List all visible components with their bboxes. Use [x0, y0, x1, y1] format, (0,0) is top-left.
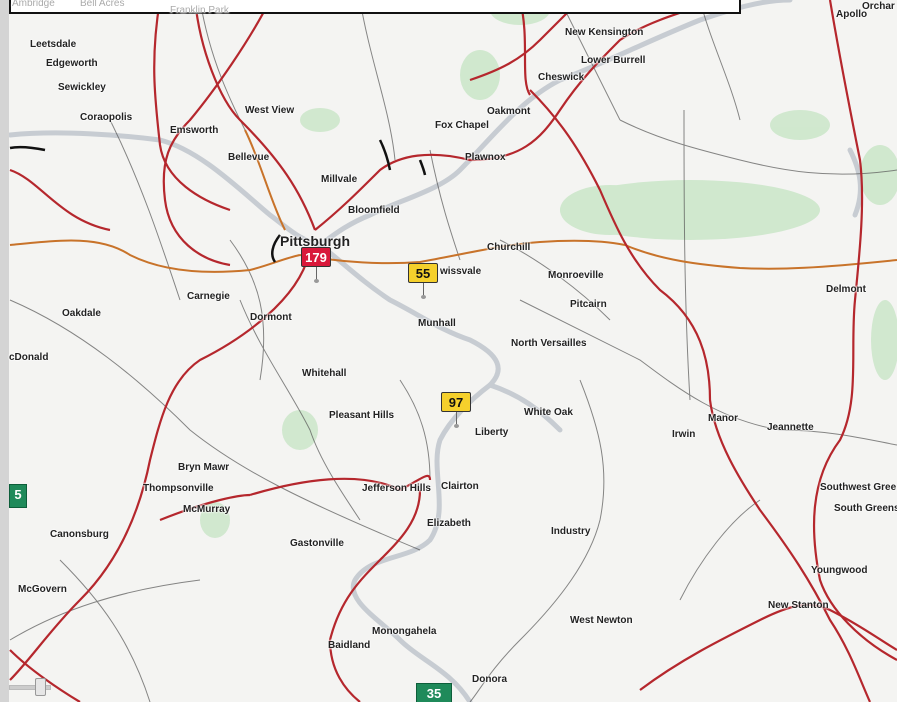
- place-edgeworth: Edgeworth: [46, 58, 98, 69]
- place-franklin-park: Franklin Park: [170, 5, 229, 16]
- zoom-slider-thumb[interactable]: [35, 678, 46, 696]
- place-churchill: Churchill: [487, 242, 531, 253]
- marker-label: 97: [441, 392, 471, 412]
- map-marker-97[interactable]: 97: [441, 392, 473, 430]
- place-elizabeth: Elizabeth: [427, 518, 471, 529]
- marker-pin-base: [314, 279, 319, 283]
- place-pitcairn: Pitcairn: [570, 299, 607, 310]
- place-new-stanton: New Stanton: [768, 600, 829, 611]
- marker-pin: [423, 283, 424, 297]
- place-north-versailles: North Versailles: [511, 338, 587, 349]
- place-plawnox: Plawnox: [465, 152, 506, 163]
- route-sign-35: 35: [416, 683, 452, 702]
- place-white-oak: White Oak: [524, 407, 573, 418]
- place-baidland: Baidland: [328, 640, 371, 651]
- marker-pin: [316, 267, 317, 281]
- place-bryn-mawr: Bryn Mawr: [178, 462, 230, 473]
- marker-label: 55: [408, 263, 438, 283]
- place-industry: Industry: [551, 526, 591, 537]
- place-coraopolis: Coraopolis: [80, 112, 133, 123]
- place-apollo: Apollo: [836, 9, 868, 20]
- place-south-greensburg: South Greens: [834, 503, 897, 514]
- place-mcgovern: McGovern: [18, 584, 67, 595]
- place-thompsonville: Thompsonville: [143, 483, 214, 494]
- place-oakdale: Oakdale: [62, 308, 101, 319]
- left-edge-bar: [0, 0, 9, 702]
- place-mcmurray: McMurray: [183, 504, 231, 515]
- place-new-kensington: New Kensington: [565, 27, 644, 38]
- place-dormont: Dormont: [250, 312, 292, 323]
- place-mcdonald: cDonald: [9, 352, 49, 363]
- place-fox-chapel: Fox Chapel: [435, 120, 489, 131]
- place-ambridge: Ambridge: [12, 0, 55, 9]
- place-west-view: West View: [245, 105, 295, 116]
- place-emsworth: Emsworth: [170, 125, 219, 136]
- highways: [9, 0, 897, 702]
- zoom-slider-track[interactable]: [9, 685, 51, 690]
- highlight-segments: [9, 139, 427, 263]
- place-bellevue: Bellevue: [228, 152, 270, 163]
- place-delmont: Delmont: [826, 284, 866, 295]
- place-whitehall: Whitehall: [302, 368, 347, 379]
- rivers: [7, 0, 863, 702]
- place-canonsburg: Canonsburg: [50, 529, 109, 540]
- place-oakmont: Oakmont: [487, 106, 531, 117]
- marker-label: 179: [301, 247, 331, 267]
- place-lower-burrell: Lower Burrell: [581, 55, 646, 66]
- place-leetsdale: Leetsdale: [30, 39, 77, 50]
- place-west-newton: West Newton: [570, 615, 633, 626]
- map-marker-179[interactable]: 179: [301, 247, 333, 285]
- map-marker-55[interactable]: 55: [408, 263, 440, 301]
- place-irwin: Irwin: [672, 429, 696, 440]
- place-jefferson-hills: Jefferson Hills: [362, 483, 431, 494]
- place-pittsburgh: Pittsburgh: [280, 233, 350, 249]
- place-cheswick: Cheswick: [538, 72, 585, 83]
- marker-pin-base: [421, 295, 426, 299]
- place-munhall: Munhall: [418, 318, 456, 329]
- place-monroeville: Monroeville: [548, 270, 604, 281]
- place-clairton: Clairton: [441, 481, 479, 492]
- place-bloomfield: Bloomfield: [348, 205, 400, 216]
- place-liberty: Liberty: [475, 427, 509, 438]
- place-monongahela: Monongahela: [372, 626, 437, 637]
- place-manor: Manor: [708, 413, 738, 424]
- park-areas: [200, 0, 897, 538]
- marker-pin-base: [454, 424, 459, 428]
- place-sewickley: Sewickley: [58, 82, 106, 93]
- place-pleasant-hills: Pleasant Hills: [329, 410, 395, 421]
- zoom-slider[interactable]: [9, 678, 51, 696]
- place-orchard: Orchar: [862, 1, 895, 12]
- place-youngwood: Youngwood: [811, 565, 868, 576]
- place-gastonville: Gastonville: [290, 538, 344, 549]
- place-millvale: Millvale: [321, 174, 358, 185]
- place-jeannette: Jeannette: [767, 422, 814, 433]
- local-roads: [9, 0, 897, 702]
- place-carnegie: Carnegie: [187, 291, 230, 302]
- marker-pin: [456, 412, 457, 426]
- top-info-banner: [9, 0, 741, 14]
- route-sign-i79: 5: [9, 484, 27, 508]
- place-bell-acres: Bell Acres: [80, 0, 125, 9]
- place-swissvale: wissvale: [440, 266, 482, 277]
- place-donora: Donora: [472, 674, 507, 685]
- place-southwest-greensburg: Southwest Gree: [820, 482, 897, 493]
- arterial-roads: [9, 129, 897, 273]
